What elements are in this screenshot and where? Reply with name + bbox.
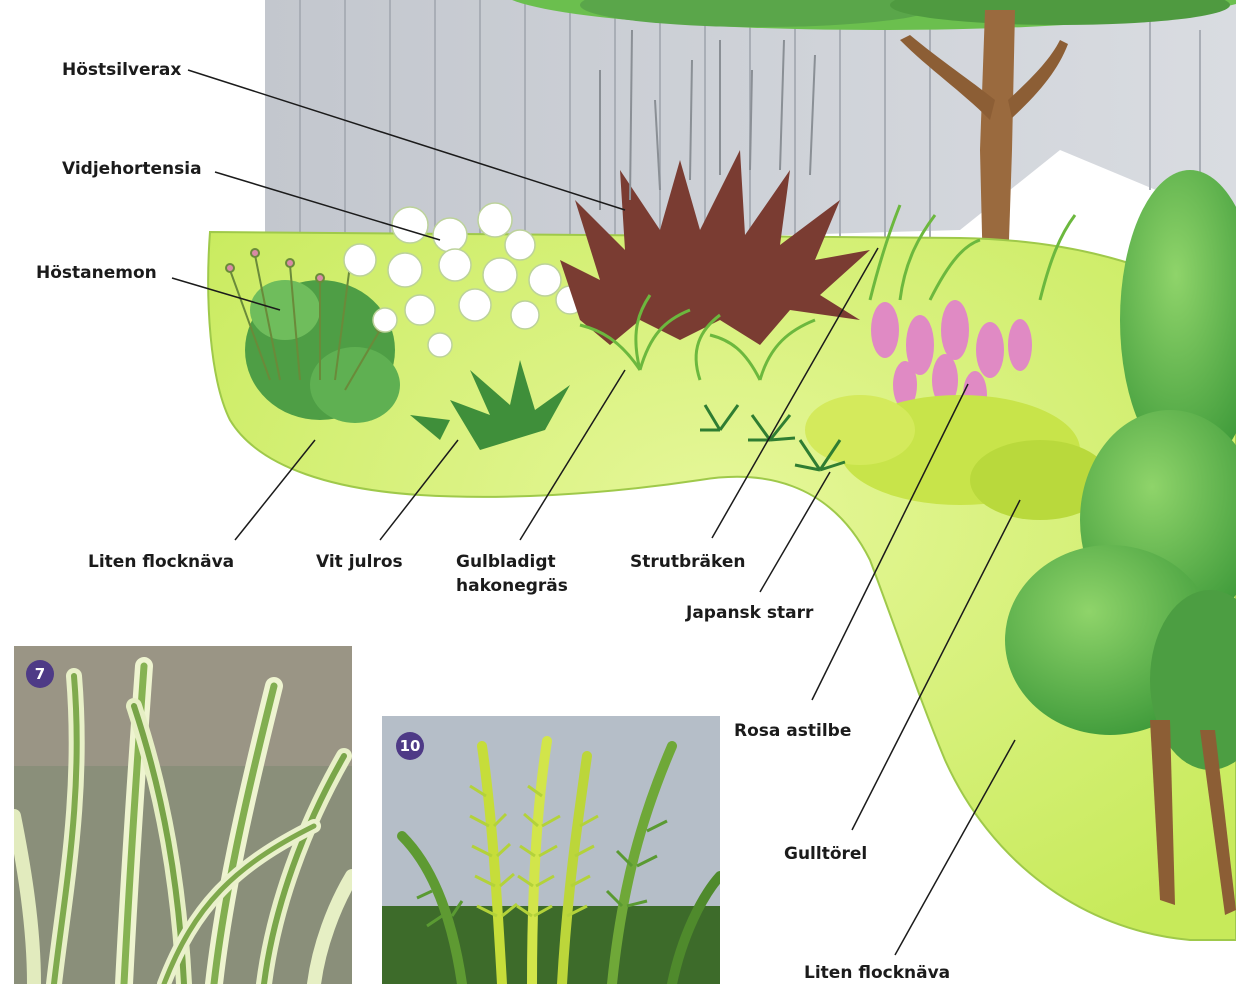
label-vit-julros: Vit julros: [316, 551, 403, 573]
label-rosa-astilbe: Rosa astilbe: [734, 720, 851, 742]
label-vidjehortensia: Vidjehortensia: [62, 158, 202, 180]
ostrich-fern-photo: [382, 716, 720, 984]
label-strutbraken: Strutbräken: [630, 551, 746, 573]
label-liten-flocknava-2: Liten flocknäva: [804, 962, 950, 984]
photo-badge-7: 7: [26, 660, 54, 688]
label-liten-flocknava-1: Liten flocknäva: [88, 551, 234, 573]
label-japansk-starr: Japansk starr: [686, 602, 813, 624]
label-gulltorel: Gulltörel: [784, 843, 867, 865]
label-hostanemon: Höstanemon: [36, 262, 157, 284]
label-gulbladigt-line2: hakonegräs: [456, 575, 568, 597]
label-hostsilverax: Höstsilverax: [62, 59, 181, 81]
label-gulbladigt-line1: Gulbladigt: [456, 551, 556, 573]
photo-fern: 10: [382, 716, 720, 984]
variegated-sedge-photo: [14, 646, 352, 984]
photo-badge-10: 10: [396, 732, 424, 760]
photo-sedge: 7: [14, 646, 352, 984]
